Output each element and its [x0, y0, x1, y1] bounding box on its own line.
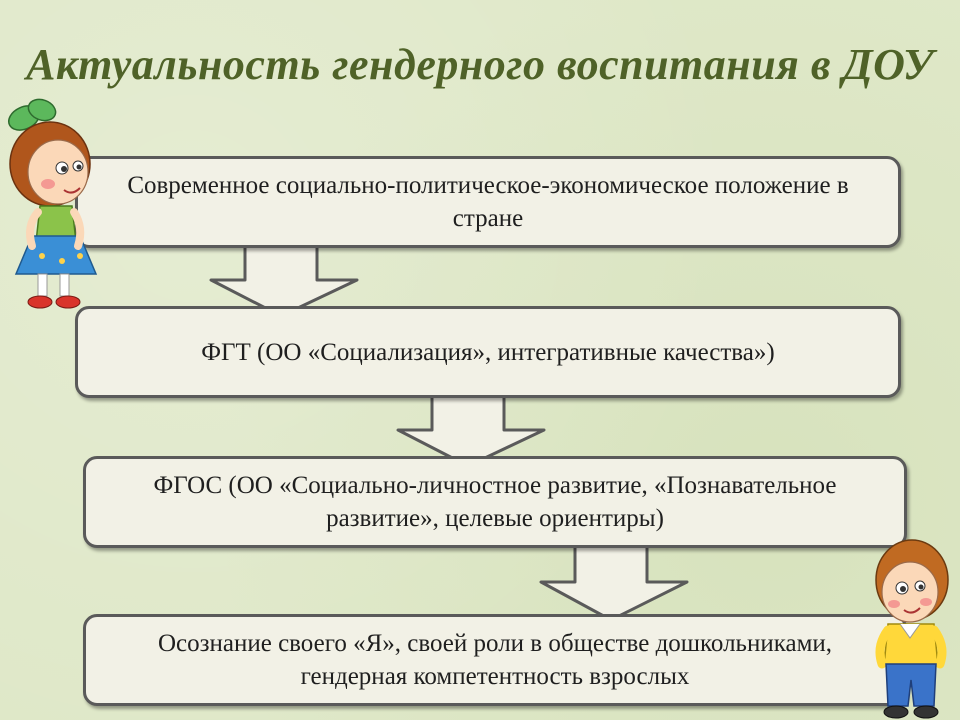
step-box-1: Современное социально-политическое-эконо…	[75, 156, 901, 248]
step-box-2: ФГТ (ОО «Социализация», интегративные ка…	[75, 306, 901, 398]
down-arrow-icon	[209, 240, 359, 318]
down-arrow-icon	[396, 390, 546, 468]
step-text-4: Осознание своего «Я», своей роли в общес…	[157, 630, 833, 690]
boy-cartoon-icon	[875, 539, 949, 719]
girl-cartoon-icon	[8, 98, 98, 309]
step-text-3: ФГОС (ОО «Социально-личностное развитие,…	[153, 472, 837, 532]
slide-title: Актуальность гендерного воспитания в ДОУ	[26, 40, 934, 89]
step-text-2: ФГТ (ОО «Социализация», интегративные ка…	[201, 338, 775, 366]
step-box-4: Осознание своего «Я», своей роли в общес…	[83, 614, 907, 706]
step-box-3: ФГОС (ОО «Социально-личностное развитие,…	[83, 456, 907, 548]
step-text-1: Современное социально-политическое-эконо…	[127, 172, 849, 232]
down-arrow-icon	[539, 540, 689, 622]
